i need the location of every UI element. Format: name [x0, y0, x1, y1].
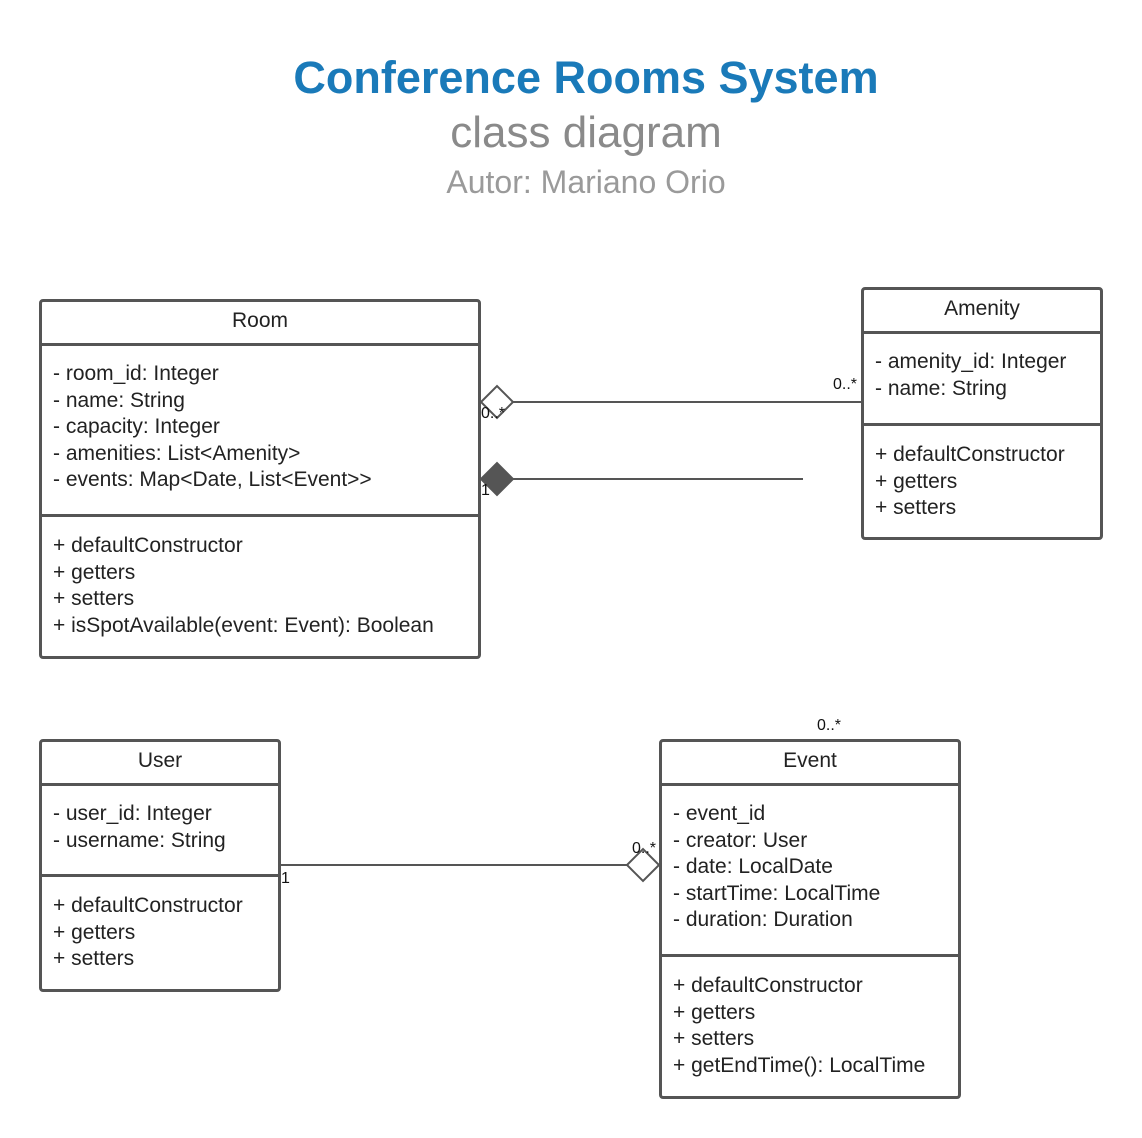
- class-amenity-methods: + defaultConstructor + getters + setters: [864, 426, 1100, 522]
- class-attribute: - username: String: [53, 828, 226, 852]
- diagram-author: Autor: Mariano Orio: [446, 164, 726, 200]
- class-method: + getters: [53, 920, 136, 944]
- class-attribute: - room_id: Integer: [53, 362, 219, 385]
- class-attribute: - startTime: LocalTime: [673, 881, 881, 905]
- diagram-subtitle: class diagram: [450, 108, 722, 157]
- class-event-attributes: - event_id - creator: User - date: Local…: [662, 786, 958, 957]
- class-method: + setters: [53, 947, 135, 970]
- class-event[interactable]: Event - event_id - creator: User - date:…: [659, 739, 961, 1099]
- class-user-name: User: [42, 742, 278, 786]
- class-event-methods: + defaultConstructor + getters + setters…: [662, 957, 958, 1079]
- user-event-target-multiplicity: 0..*: [632, 840, 657, 857]
- class-attribute: - events: Map<Date, List<Event>>: [53, 468, 372, 491]
- class-method: + setters: [53, 587, 135, 610]
- class-user[interactable]: User - user_id: Integer - username: Stri…: [39, 739, 281, 992]
- class-method: + setters: [673, 1027, 755, 1050]
- class-room-attributes: - room_id: Integer - name: String - capa…: [42, 346, 478, 517]
- class-user-attributes: - user_id: Integer - username: String: [42, 786, 278, 877]
- class-method: + getEndTime(): LocalTime: [673, 1053, 926, 1077]
- class-room[interactable]: Room - room_id: Integer - name: String -…: [39, 299, 481, 659]
- class-event-name: Event: [662, 742, 958, 786]
- room-amenity-aggregation-diamond: [479, 384, 515, 420]
- class-method: + getters: [673, 1000, 756, 1024]
- class-method: + defaultConstructor: [53, 534, 243, 557]
- room-event-target-multiplicity: 0..*: [817, 717, 842, 734]
- user-event-source-multiplicity: 1: [281, 870, 290, 887]
- class-method: + defaultConstructor: [53, 894, 243, 917]
- class-attribute: - creator: User: [673, 828, 808, 852]
- class-room-methods: + defaultConstructor + getters + setters…: [42, 517, 478, 639]
- class-method: + getters: [875, 469, 958, 493]
- class-attribute: - date: LocalDate: [673, 855, 833, 878]
- class-attribute: - name: String: [875, 376, 1007, 400]
- class-method: + getters: [53, 560, 136, 584]
- class-attribute: - capacity: Integer: [53, 415, 220, 438]
- class-method: + defaultConstructor: [673, 974, 863, 997]
- class-user-methods: + defaultConstructor + getters + setters: [42, 877, 278, 973]
- class-method: + setters: [875, 496, 957, 519]
- room-event-composition-diamond: [479, 461, 515, 497]
- class-attribute: - event_id: [673, 802, 766, 825]
- room-amenity-target-multiplicity: 0..*: [833, 376, 858, 393]
- diagram-title: Conference Rooms System: [293, 52, 879, 103]
- class-method: + isSpotAvailable(event: Event): Boolean: [53, 613, 434, 637]
- room-amenity-source-multiplicity: 0..*: [481, 405, 506, 422]
- class-amenity-name: Amenity: [864, 290, 1100, 334]
- class-amenity-attributes: - amenity_id: Integer - name: String: [864, 334, 1100, 426]
- room-event-source-multiplicity: 1: [481, 482, 490, 499]
- class-attribute: - user_id: Integer: [53, 802, 212, 825]
- class-attribute: - duration: Duration: [673, 908, 853, 931]
- class-attribute: - name: String: [53, 388, 185, 412]
- class-room-name: Room: [42, 302, 478, 346]
- class-attribute: - amenities: List<Amenity>: [53, 441, 301, 465]
- class-amenity[interactable]: Amenity - amenity_id: Integer - name: St…: [861, 287, 1103, 540]
- class-attribute: - amenity_id: Integer: [875, 350, 1067, 373]
- class-method: + defaultConstructor: [875, 443, 1065, 466]
